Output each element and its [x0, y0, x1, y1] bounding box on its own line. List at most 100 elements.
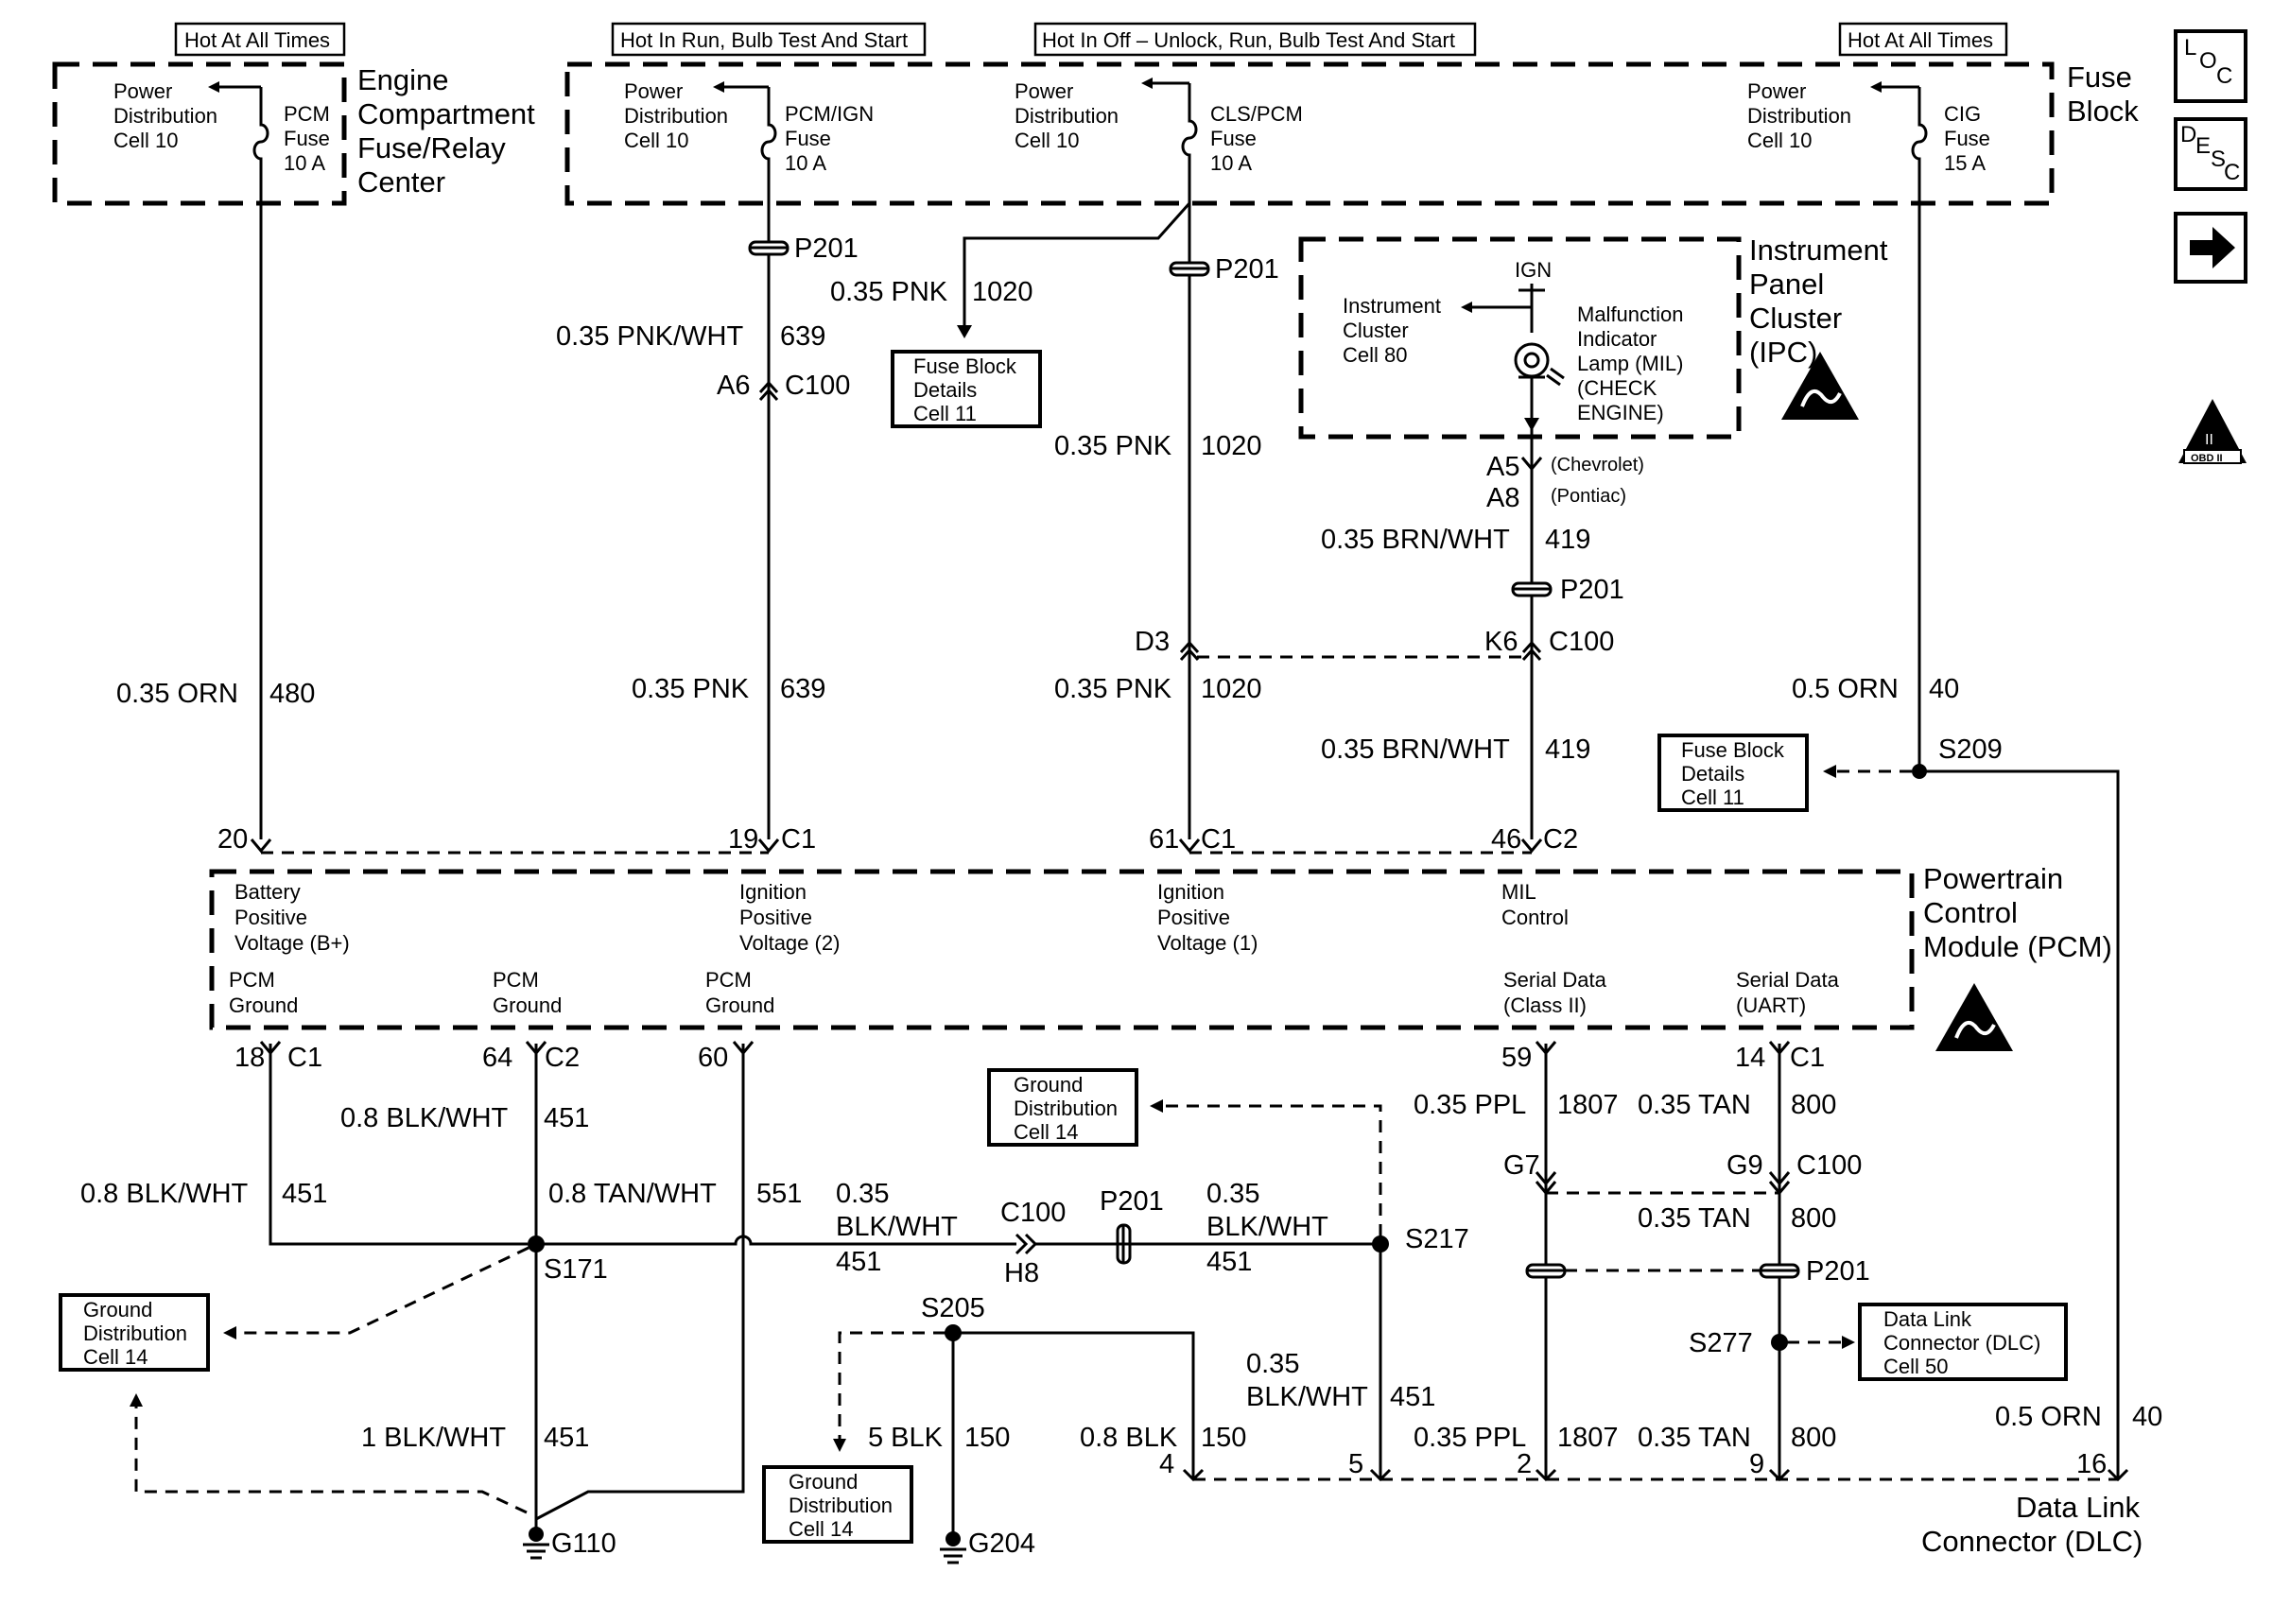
svg-text:C: C: [2224, 160, 2240, 185]
svg-text:551: 551: [756, 1179, 802, 1209]
svg-text:451: 451: [1390, 1382, 1435, 1412]
svg-text:C1: C1: [781, 824, 816, 855]
svg-text:0.8 TAN/WHT: 0.8 TAN/WHT: [548, 1179, 717, 1209]
svg-text:(Chevrolet): (Chevrolet): [1551, 455, 1644, 475]
wire-label-1020-c: 0.35 PNK 1020: [1054, 674, 1262, 704]
svg-text:0.35: 0.35: [1206, 1179, 1259, 1209]
component-dlc: Data Link Connector (DLC): [1921, 1491, 2143, 1558]
g110-ground-ref-arrow: [130, 1393, 143, 1407]
svg-text:Lamp (MIL): Lamp (MIL): [1577, 352, 1683, 375]
svg-text:0.8 BLK: 0.8 BLK: [1080, 1423, 1178, 1453]
svg-text:64: 64: [482, 1043, 512, 1073]
fuse-label-pcm-ign: PCM/IGN Fuse 10 A: [785, 102, 874, 175]
ground-distribution-ref-3[interactable]: Ground Distribution Cell 14: [762, 1465, 913, 1544]
svg-text:PCM: PCM: [229, 968, 275, 992]
ipc-ign-label: IGN: [1515, 258, 1552, 282]
wire-label-451-e: 0.35 BLK/WHT 451: [1246, 1349, 1435, 1412]
power-feed-arrows: [208, 78, 1919, 93]
pcm-box: [209, 869, 1915, 1030]
svg-text:0.35 PNK: 0.35 PNK: [632, 674, 750, 704]
svg-text:Distribution: Distribution: [624, 104, 728, 128]
svg-text:Fuse: Fuse: [1944, 127, 1990, 150]
s205-ground-ref-arrow: [833, 1439, 846, 1452]
svg-text:4: 4: [1159, 1449, 1174, 1479]
svg-text:(Class II): (Class II): [1503, 993, 1587, 1017]
wire-551[interactable]: [535, 1044, 745, 1521]
svg-text:Data Link: Data Link: [2016, 1491, 2140, 1524]
svg-text:C: C: [2216, 63, 2232, 89]
svg-text:BLK/WHT: BLK/WHT: [836, 1212, 958, 1242]
svg-text:C100: C100: [1549, 627, 1614, 657]
svg-text:Hot In Run, Bulb Test And Star: Hot In Run, Bulb Test And Start: [620, 28, 908, 52]
wire-label-40-a: 0.5 ORN 40: [1792, 674, 1959, 704]
svg-text:MIL: MIL: [1501, 880, 1536, 904]
wire-451-left[interactable]: [269, 1044, 528, 1246]
svg-text:Power: Power: [1747, 79, 1806, 103]
ipc-esd-icon: [1781, 352, 1859, 420]
s217-ground-ref-arrow: [1150, 1099, 1163, 1113]
splice-s277: S277: [1689, 1328, 1753, 1358]
fuse-block-details-ref-2[interactable]: Fuse Block Details Cell 11: [1657, 734, 1809, 812]
wire-label-451-d: 0.35 BLK/WHT 451: [1206, 1179, 1328, 1277]
svg-text:Control: Control: [1923, 896, 2018, 929]
svg-text:19: 19: [728, 824, 758, 855]
dlc-ref[interactable]: Data Link Connector (DLC) Cell 50: [1858, 1303, 2068, 1381]
arrow-to-fuse-block-details: [957, 325, 972, 338]
svg-text:Powertrain: Powertrain: [1923, 862, 2063, 895]
ground-distribution-ref-1[interactable]: Ground Distribution Cell 14: [987, 1068, 1138, 1147]
wire-label-551: 0.8 TAN/WHT 551: [548, 1179, 802, 1209]
svg-text:Cluster: Cluster: [1749, 302, 1842, 335]
wire-150[interactable]: [951, 1331, 1195, 1533]
svg-text:419: 419: [1545, 734, 1590, 765]
wire-label-1020-b: 0.35 PNK 1020: [1054, 431, 1262, 461]
wire-451-to-s217[interactable]: [536, 1235, 1016, 1246]
desc-icon[interactable]: D E S C: [2174, 117, 2247, 191]
pcm-pin-grounds: PCM Ground PCM Ground PCM Ground: [229, 968, 774, 1017]
wire-label-451-a: 0.8 BLK/WHT 451: [340, 1103, 589, 1133]
loc-icon[interactable]: L O C: [2174, 29, 2247, 103]
svg-text:639: 639: [780, 674, 825, 704]
svg-text:Distribution: Distribution: [789, 1494, 893, 1517]
wire-label-800-a: 0.35 TAN 800: [1638, 1090, 1836, 1120]
svg-text:D3: D3: [1135, 627, 1170, 657]
svg-text:61: 61: [1149, 824, 1179, 855]
svg-text:Cell 10: Cell 10: [624, 129, 688, 152]
wire-1020-branch[interactable]: [963, 202, 1191, 329]
svg-text:(CHECK: (CHECK: [1577, 376, 1657, 400]
svg-text:Block: Block: [2067, 95, 2139, 128]
splice-s171: S171: [544, 1254, 608, 1285]
wire-label-451-f: 1 BLK/WHT 451: [361, 1423, 589, 1453]
svg-text:Data Link: Data Link: [1883, 1307, 1972, 1331]
svg-text:0.8 BLK/WHT: 0.8 BLK/WHT: [80, 1179, 249, 1209]
wire-40[interactable]: [1917, 203, 2120, 1479]
svg-text:Module (PCM): Module (PCM): [1923, 930, 2112, 963]
p201-connector-1020: P201: [1169, 254, 1279, 285]
next-arrow-icon[interactable]: [2174, 212, 2247, 284]
ipc-box: [1298, 236, 1742, 440]
svg-text:Ground: Ground: [229, 993, 298, 1017]
svg-text:C1: C1: [1790, 1043, 1825, 1073]
svg-text:P201: P201: [1215, 254, 1279, 285]
fuse-block-details-ref-1[interactable]: Fuse Block Details Cell 11: [891, 350, 1042, 428]
svg-text:Details: Details: [913, 378, 977, 402]
svg-text:Voltage (1): Voltage (1): [1157, 931, 1258, 955]
ground-distribution-ref-2[interactable]: Ground Distribution Cell 14: [59, 1293, 210, 1372]
svg-text:451: 451: [544, 1103, 589, 1133]
svg-text:Distribution: Distribution: [1747, 104, 1851, 128]
svg-text:Distribution: Distribution: [113, 104, 217, 128]
s217-ground-ref-link: [1161, 1104, 1382, 1236]
ground-g110: G110: [551, 1529, 616, 1559]
svg-text:Fuse: Fuse: [1210, 127, 1257, 150]
p201-connector-451: P201: [1100, 1186, 1164, 1265]
ground-g204-icon: [940, 1531, 966, 1564]
svg-text:Instrument: Instrument: [1343, 294, 1441, 318]
power-distribution-label-3: Power Distribution Cell 10: [1015, 79, 1119, 152]
svg-text:Instrument: Instrument: [1749, 233, 1888, 267]
component-engine-compartment: Engine Compartment Fuse/Relay Center: [357, 63, 535, 199]
svg-text:Cell 10: Cell 10: [1747, 129, 1812, 152]
svg-text:C100: C100: [785, 371, 850, 401]
p201-connector-639: P201: [748, 233, 859, 264]
svg-text:5 BLK: 5 BLK: [868, 1423, 944, 1453]
svg-text:15 A: 15 A: [1944, 151, 1986, 175]
ground-g204: G204: [968, 1529, 1035, 1559]
